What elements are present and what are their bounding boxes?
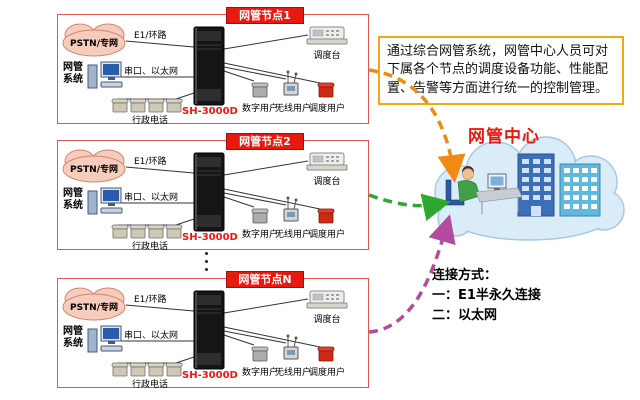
admin-phone-label: 行政电话 [131, 380, 168, 390]
wireless-user-label: 无线用户 [274, 368, 311, 378]
dispatch-console-icon [306, 152, 348, 171]
dispatch-user-icon [317, 208, 335, 224]
operator-at-desk-icon [445, 166, 523, 214]
wireless-user-icon [283, 196, 299, 222]
server-model-label: SH-3000D [182, 232, 238, 243]
server-tower-icon [193, 26, 225, 106]
building-icon-dark [517, 153, 555, 217]
digital-user-icon [251, 82, 269, 98]
pstn-cloud-icon [62, 287, 126, 321]
node-group-1: 网管节点1 [57, 7, 369, 126]
network-center-title: 网管中心 [468, 127, 540, 147]
pstn-label: PSTN/专网 [69, 303, 119, 313]
node-diagram-art [62, 149, 348, 239]
dispatch-console-label: 调度台 [313, 177, 341, 187]
nms-computer-icon [87, 325, 123, 353]
admin-phone-label: 行政电话 [131, 242, 168, 252]
dispatch-console-label: 调度台 [313, 315, 341, 325]
digital-user-label: 数字用户 [241, 368, 278, 378]
connector-lines [118, 160, 321, 229]
wireless-user-label: 无线用户 [274, 104, 311, 114]
network-center-cloud-icon [434, 136, 625, 241]
dispatch-user-icon [317, 346, 335, 362]
e1-link-label: E1/环路 [134, 295, 167, 305]
dispatch-console-icon [306, 26, 348, 45]
serial-ethernet-label: 串口、以太网 [124, 193, 179, 203]
pstn-cloud-icon [62, 23, 126, 57]
nms-computer-icon [87, 187, 123, 215]
description-box: 通过综合网管系统，网管中心人员可对下属各个节点的调度设备功能、性能配置、告警等方… [378, 36, 624, 106]
admin-phone-icons [111, 224, 183, 239]
digital-user-icon [251, 208, 269, 224]
dispatch-console-icon [306, 290, 348, 309]
server-tower-icon [193, 152, 225, 232]
e1-link-label: E1/环路 [134, 31, 167, 41]
digital-user-icon [251, 346, 269, 362]
node-title: 网管节点1 [226, 7, 304, 24]
server-tower-icon [193, 290, 225, 370]
building-icon-light [559, 163, 601, 217]
node-title: 网管节点2 [226, 133, 304, 150]
wireless-user-icon [283, 70, 299, 96]
serial-ethernet-label: 串口、以太网 [124, 67, 179, 77]
serial-ethernet-label: 串口、以太网 [124, 331, 179, 341]
nms-label: 网管系统 [63, 326, 83, 349]
pstn-label: PSTN/专网 [69, 165, 119, 175]
pstn-label: PSTN/专网 [69, 39, 119, 49]
dispatch-console-label: 调度台 [313, 51, 341, 61]
dispatch-user-label: 调度用户 [308, 368, 345, 378]
connection-legend: 连接方式： 一：E1半永久连接 二：以太网 [432, 266, 541, 326]
node-group-n: 网管节点N [57, 271, 369, 390]
nms-computer-icon [87, 61, 123, 89]
admin-phone-icons [111, 362, 183, 377]
dispatch-user-label: 调度用户 [308, 104, 345, 114]
admin-phone-icons [111, 98, 183, 113]
pstn-cloud-icon [62, 149, 126, 183]
admin-phone-label: 行政电话 [131, 116, 168, 126]
server-model-label: SH-3000D [182, 370, 238, 381]
dispatch-user-icon [317, 82, 335, 98]
digital-user-label: 数字用户 [241, 230, 278, 240]
node-group-2: 网管节点2 [57, 133, 369, 252]
wireless-user-label: 无线用户 [274, 230, 311, 240]
nms-label: 网管系统 [63, 62, 83, 85]
node-title: 网管节点N [226, 271, 304, 288]
digital-user-label: 数字用户 [241, 104, 278, 114]
connection-legend-title: 连接方式： [432, 268, 498, 283]
connection-legend-item-ethernet: 二：以太网 [432, 308, 498, 324]
nms-label: 网管系统 [63, 188, 83, 211]
dispatch-user-label: 调度用户 [308, 230, 345, 240]
server-model-label: SH-3000D [182, 106, 238, 117]
ellipsis-dots [205, 252, 208, 276]
node-diagram-art [62, 23, 348, 113]
connection-legend-item-e1: 一：E1半永久连接 [432, 288, 541, 304]
e1-link-label: E1/环路 [134, 157, 167, 167]
node-diagram-art [62, 287, 348, 377]
wireless-user-icon [283, 334, 299, 360]
